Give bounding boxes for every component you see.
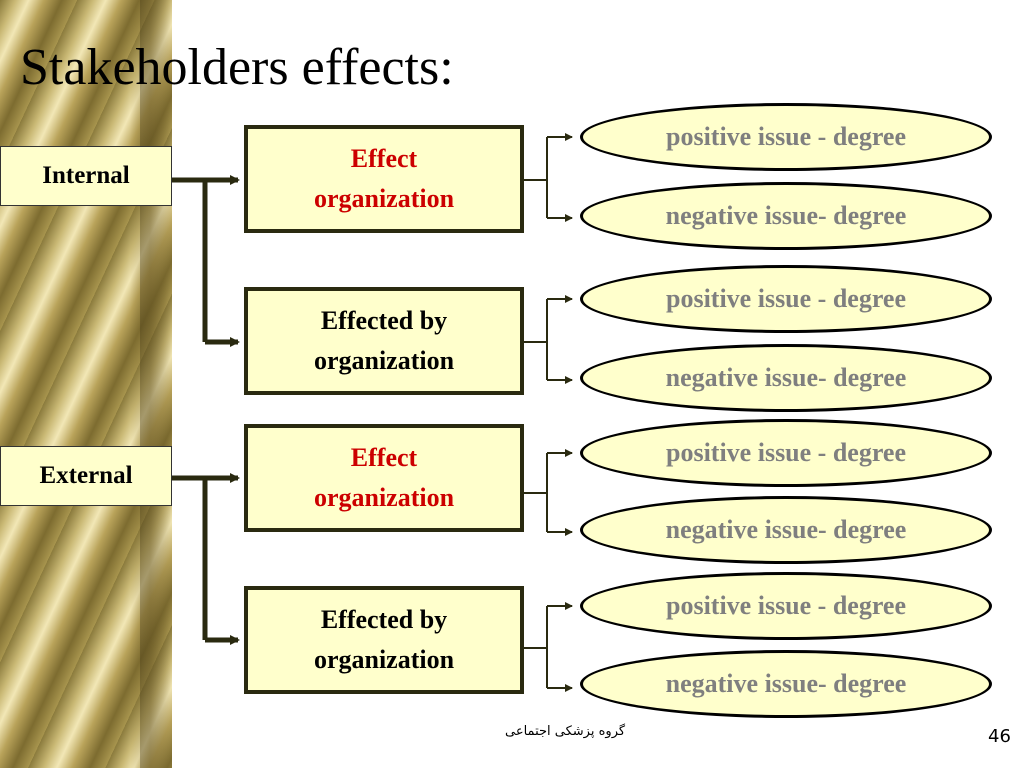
negative-outcome-oval: negative issue- degree (580, 182, 992, 250)
internal-connectors (172, 175, 240, 347)
footer-text: گروه پزشکی اجتماعی (505, 724, 626, 739)
internal-label: Internal (42, 162, 130, 189)
bracket-3 (524, 449, 573, 536)
slide-title: Stakeholders effects: (20, 39, 454, 96)
positive-outcome-oval: positive issue - degree (580, 572, 992, 640)
external-connectors (172, 473, 240, 645)
page-number: 46 (988, 726, 1011, 747)
positive-outcome-oval: positive issue - degree (580, 265, 992, 333)
external-label: External (39, 462, 133, 489)
positive-outcome-oval: positive issue - degree (580, 419, 992, 487)
positive-outcome-oval: positive issue - degree (580, 103, 992, 171)
negative-outcome-oval: negative issue- degree (580, 496, 992, 564)
pillar-shadow (140, 0, 172, 768)
bracket-1 (524, 133, 573, 222)
decorative-pillar (0, 0, 172, 768)
negative-outcome-oval: negative issue- degree (580, 344, 992, 412)
internal-stakeholder-box: Internal (0, 146, 172, 206)
bracket-2 (524, 295, 573, 384)
bracket-4 (524, 602, 573, 692)
negative-outcome-oval: negative issue- degree (580, 650, 992, 718)
external-stakeholder-box: External (0, 446, 172, 506)
